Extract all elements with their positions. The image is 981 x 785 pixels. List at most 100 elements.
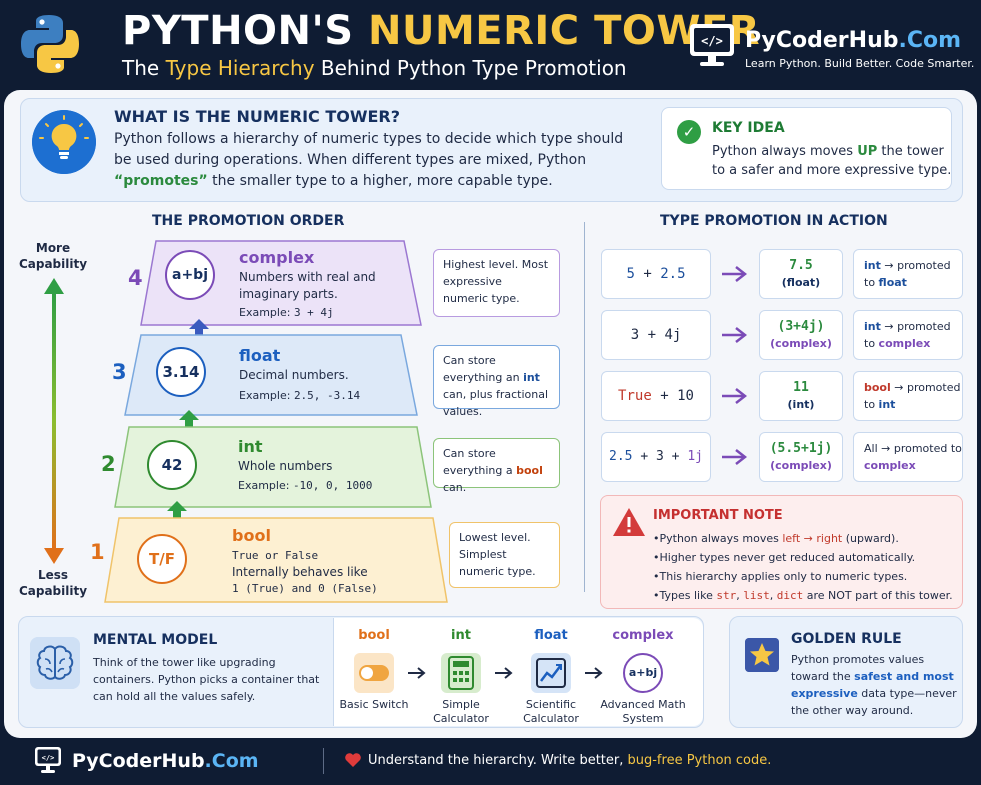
calculator-icon <box>441 653 481 693</box>
footer-divider <box>323 748 324 774</box>
tier-name: complex <box>239 248 315 267</box>
tier-example: Example: 2.5, -3.14 <box>239 389 361 402</box>
container-label: Scientific Calculator <box>523 698 579 725</box>
tier-note: Lowest level. Simplest numeric type. <box>449 522 560 588</box>
container-type-label: int <box>451 628 471 643</box>
list-item: Types like str, list, dict are NOT part … <box>653 586 958 605</box>
footer-text: Understand the hierarchy. Write better, … <box>368 753 772 768</box>
right-arrow-icon <box>408 667 426 679</box>
expression-box: True + 10 <box>601 371 711 421</box>
container-type-label: bool <box>358 628 390 643</box>
page-subtitle: The Type Hierarchy Behind Python Type Pr… <box>122 56 627 80</box>
list-item: This hierarchy applies only to numeric t… <box>653 567 958 586</box>
right-arrow-icon <box>585 667 603 679</box>
tier-int <box>114 426 432 508</box>
intro-text: Python follows a hierarchy of numeric ty… <box>114 131 624 189</box>
important-note-list: Python always moves left → right (upward… <box>653 529 958 605</box>
level-number: 2 <box>101 452 116 476</box>
promotion-action-title: TYPE PROMOTION IN ACTION <box>660 213 888 229</box>
code-monitor-icon: </> <box>690 24 734 66</box>
golden-rule-panel <box>729 616 963 728</box>
more-capability-label: More Capability <box>18 241 88 271</box>
result-box: (5.5+1j)(complex) <box>759 432 843 482</box>
expression-box: 3 + 4j <box>601 310 711 360</box>
toggle-switch-icon <box>354 653 394 693</box>
tier-note: Can store everything an int can, plus fr… <box>433 345 560 418</box>
float-symbol: 3.14 <box>156 347 206 397</box>
tier-name: float <box>239 346 281 365</box>
less-capability-label: Less Capability <box>18 568 88 598</box>
right-arrow-icon <box>722 388 747 404</box>
lightbulb-icon <box>32 110 96 174</box>
footer-brand-name: PyCoderHub.Com <box>72 750 259 772</box>
list-item: Python always moves left → right (upward… <box>653 529 958 548</box>
mental-model-heading: MENTAL MODEL <box>93 632 218 648</box>
tier-bool <box>104 517 448 603</box>
list-item: Higher types never get reduced automatic… <box>653 548 958 567</box>
star-icon <box>745 638 779 672</box>
svg-text:</>: </> <box>701 34 723 48</box>
up-arrow-icon <box>189 319 209 339</box>
page-title: PYTHON'S NUMERIC TOWER <box>122 8 761 54</box>
tier-note: Highest level. Most expressive numeric t… <box>433 249 560 317</box>
tier-description: Whole numbers <box>238 459 333 473</box>
warning-icon <box>613 508 645 536</box>
right-arrow-icon <box>722 327 747 343</box>
promotion-note: int → promoted to float <box>853 249 963 299</box>
int-symbol: 42 <box>147 440 197 490</box>
section-divider <box>584 222 585 592</box>
expression-box: 5 + 2.5 <box>601 249 711 299</box>
complex-symbol: a+bj <box>165 250 215 300</box>
container-label: Advanced Math System <box>600 698 686 725</box>
golden-rule-heading: GOLDEN RULE <box>791 631 902 647</box>
level-number: 3 <box>112 360 127 384</box>
key-idea-heading: KEY IDEA <box>712 120 785 136</box>
container-type-label: float <box>534 628 568 643</box>
check-icon: ✓ <box>677 120 701 144</box>
result-box: (3+4j)(complex) <box>759 310 843 360</box>
important-note-heading: IMPORTANT NOTE <box>653 508 783 523</box>
golden-rule-text: Python promotes values toward the safest… <box>791 653 957 717</box>
tier-example: 1 (True) and 0 (False) <box>232 582 378 595</box>
complex-icon: a+bj <box>623 653 663 693</box>
intro-heading: WHAT IS THE NUMERIC TOWER? <box>114 107 401 126</box>
tier-note: Can store everything a bool can. <box>433 438 560 494</box>
key-idea-panel <box>661 107 952 190</box>
right-arrow-icon <box>722 266 747 282</box>
brand-tagline: Learn Python. Build Better. Code Smarter… <box>745 57 975 70</box>
container-label: Simple Calculator <box>433 698 489 725</box>
level-number: 4 <box>128 266 143 290</box>
bool-symbol: T/F <box>137 534 187 584</box>
tier-name: bool <box>232 526 271 545</box>
right-arrow-icon <box>722 449 747 465</box>
promotion-note: int → promoted to complex <box>853 310 963 360</box>
up-arrow-icon <box>167 501 187 521</box>
container-type-label: complex <box>612 628 674 643</box>
result-box: 11(int) <box>759 371 843 421</box>
chart-icon <box>531 653 571 693</box>
tier-description: Decimal numbers. <box>239 368 349 382</box>
key-idea-text: Python always moves UP the tower to a sa… <box>712 144 952 178</box>
brain-icon <box>30 637 80 689</box>
expression-box: 2.5 + 3 + 1j <box>601 432 711 482</box>
tier-name: int <box>238 437 263 456</box>
result-box: 7.5(float) <box>759 249 843 299</box>
mental-model-text: Think of the tower like upgrading contai… <box>93 656 320 703</box>
heart-icon <box>345 753 361 767</box>
tier-description: True or False <box>232 549 319 562</box>
up-arrow-icon <box>179 410 199 430</box>
python-logo-icon <box>21 15 79 73</box>
capability-arrow-icon <box>44 278 64 564</box>
level-number: 1 <box>90 540 105 564</box>
header <box>0 0 981 88</box>
promotion-note: All → promoted to complex <box>853 432 963 482</box>
container-label: Basic Switch <box>339 698 409 711</box>
right-arrow-icon <box>495 667 513 679</box>
tier-example: Example: -10, 0, 1000 <box>238 479 373 492</box>
promotion-order-title: THE PROMOTION ORDER <box>152 213 345 229</box>
tier-description: Numbers with real and imaginary parts. <box>239 270 376 301</box>
code-monitor-icon: </> <box>35 747 61 773</box>
tier-example: Example: 3 + 4j <box>239 306 334 319</box>
promotion-note: bool → promoted to int <box>853 371 963 421</box>
brand-name: PyCoderHub.Com <box>745 28 962 53</box>
